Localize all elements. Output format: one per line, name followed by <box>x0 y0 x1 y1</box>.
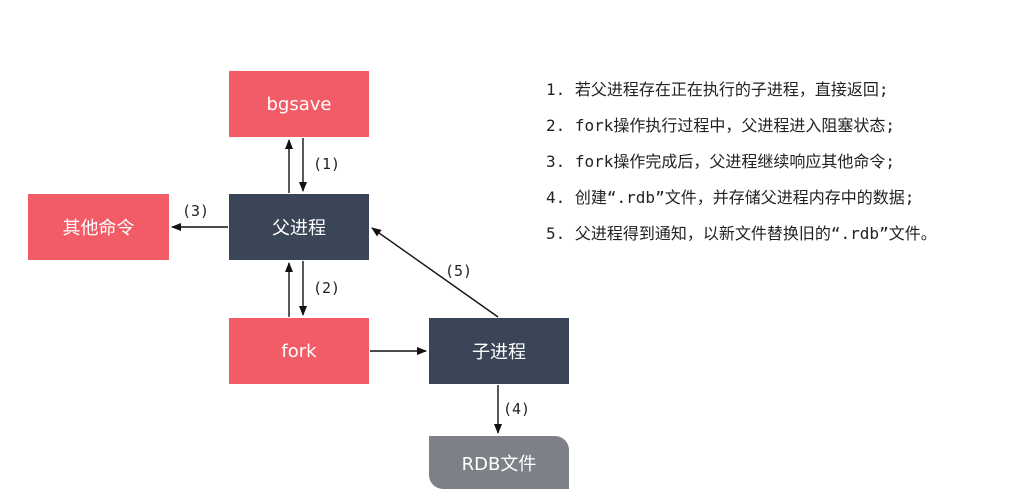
note-item-1: 1. 若父进程存在正在执行的子进程，直接返回; <box>546 80 889 99</box>
note-item-2: 2. fork操作执行过程中，父进程进入阻塞状态; <box>546 116 896 135</box>
parent-process-label: 父进程 <box>272 218 326 239</box>
child-process-node: 子进程 <box>429 318 569 384</box>
step-label-5: (5) <box>445 262 473 280</box>
note-item-5: 5. 父进程得到通知，以新文件替换旧的“.rdb”文件。 <box>546 224 937 243</box>
step-label-2: (2) <box>313 279 341 297</box>
other-commands-node: 其他命令 <box>28 194 169 260</box>
child-process-label: 子进程 <box>472 342 526 363</box>
other-commands-label: 其他命令 <box>62 218 135 239</box>
note-item-3: 3. fork操作完成后，父进程继续响应其他命令; <box>546 152 896 171</box>
note-item-4: 4. 创建“.rdb”文件，并存储父进程内存中的数据; <box>546 188 915 207</box>
rdb-file-node: RDB文件 <box>429 436 569 489</box>
notes-list: 1. 若父进程存在正在执行的子进程，直接返回; 2. fork操作执行过程中，父… <box>546 78 937 258</box>
bgsave-node: bgsave <box>229 71 369 137</box>
step-label-3: (3) <box>182 202 210 220</box>
bgsave-node-label: bgsave <box>266 93 332 115</box>
step-label-1: (1) <box>313 155 341 173</box>
fork-node: fork <box>229 318 369 384</box>
rdb-file-label: RDB文件 <box>461 453 537 475</box>
step-label-4: (4) <box>503 400 531 418</box>
fork-node-label: fork <box>281 340 317 362</box>
parent-process-node: 父进程 <box>229 194 369 260</box>
arrow-child-to-parent-notify <box>371 227 499 318</box>
